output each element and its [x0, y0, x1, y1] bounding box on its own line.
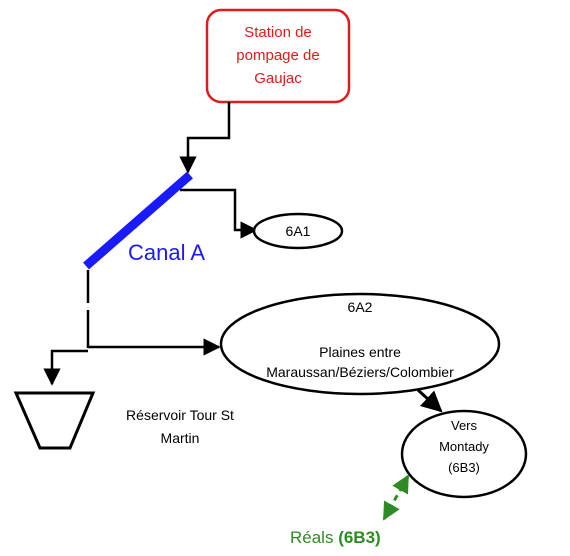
canal-a-label: Canal A: [128, 240, 206, 265]
node-6a1-ellipse: [252, 212, 344, 250]
node-6a1-label: 6A1: [285, 223, 311, 239]
canal-to-6a1-arrow: [180, 188, 258, 239]
station-box: [205, 8, 351, 104]
reals-label: Réals (6B3): [290, 527, 450, 549]
montady-label: Vers Montady (6B3): [402, 415, 526, 478]
station-label: Station de pompage de Gaujac: [207, 21, 349, 90]
station-to-canal-arrow: [179, 102, 231, 174]
node-montady-ellipse: [400, 409, 528, 499]
station-label-line-1: Station de: [244, 24, 312, 41]
montady-label-line-1: Vers: [450, 418, 477, 433]
montady-label-line-3: (6B3): [448, 460, 480, 475]
montady-reals-dashed-arrow: [382, 474, 410, 521]
node-6a2-line-2: Maraussan/Béziers/Colombier: [266, 364, 454, 380]
node-6a2-ellipse: [219, 292, 501, 396]
reservoir-label-line-2: Martin: [160, 430, 200, 446]
reals-label-code: (6B3): [338, 528, 381, 547]
node-6a2-line-1: Plaines entre: [319, 344, 401, 360]
trunk-to-reservoir-arrow: [43, 349, 88, 386]
montady-label-line-2: Montady: [439, 439, 489, 454]
reservoir-label: Réservoir Tour St Martin: [100, 404, 260, 450]
node-6a2-title: 6A2: [347, 299, 373, 315]
reals-label-prefix: Réals: [290, 528, 339, 547]
node-6a2-text: Plaines entre Maraussan/Béziers/Colombie…: [221, 342, 499, 382]
reservoir-symbol: [13, 391, 96, 450]
reservoir-label-line-1: Réservoir Tour St: [126, 407, 234, 423]
station-label-line-3: Gaujac: [254, 70, 302, 87]
canal-a-bar: [83, 171, 193, 270]
6a2-to-montady-arrow: [416, 388, 443, 413]
station-label-line-2: pompage de: [236, 47, 320, 64]
